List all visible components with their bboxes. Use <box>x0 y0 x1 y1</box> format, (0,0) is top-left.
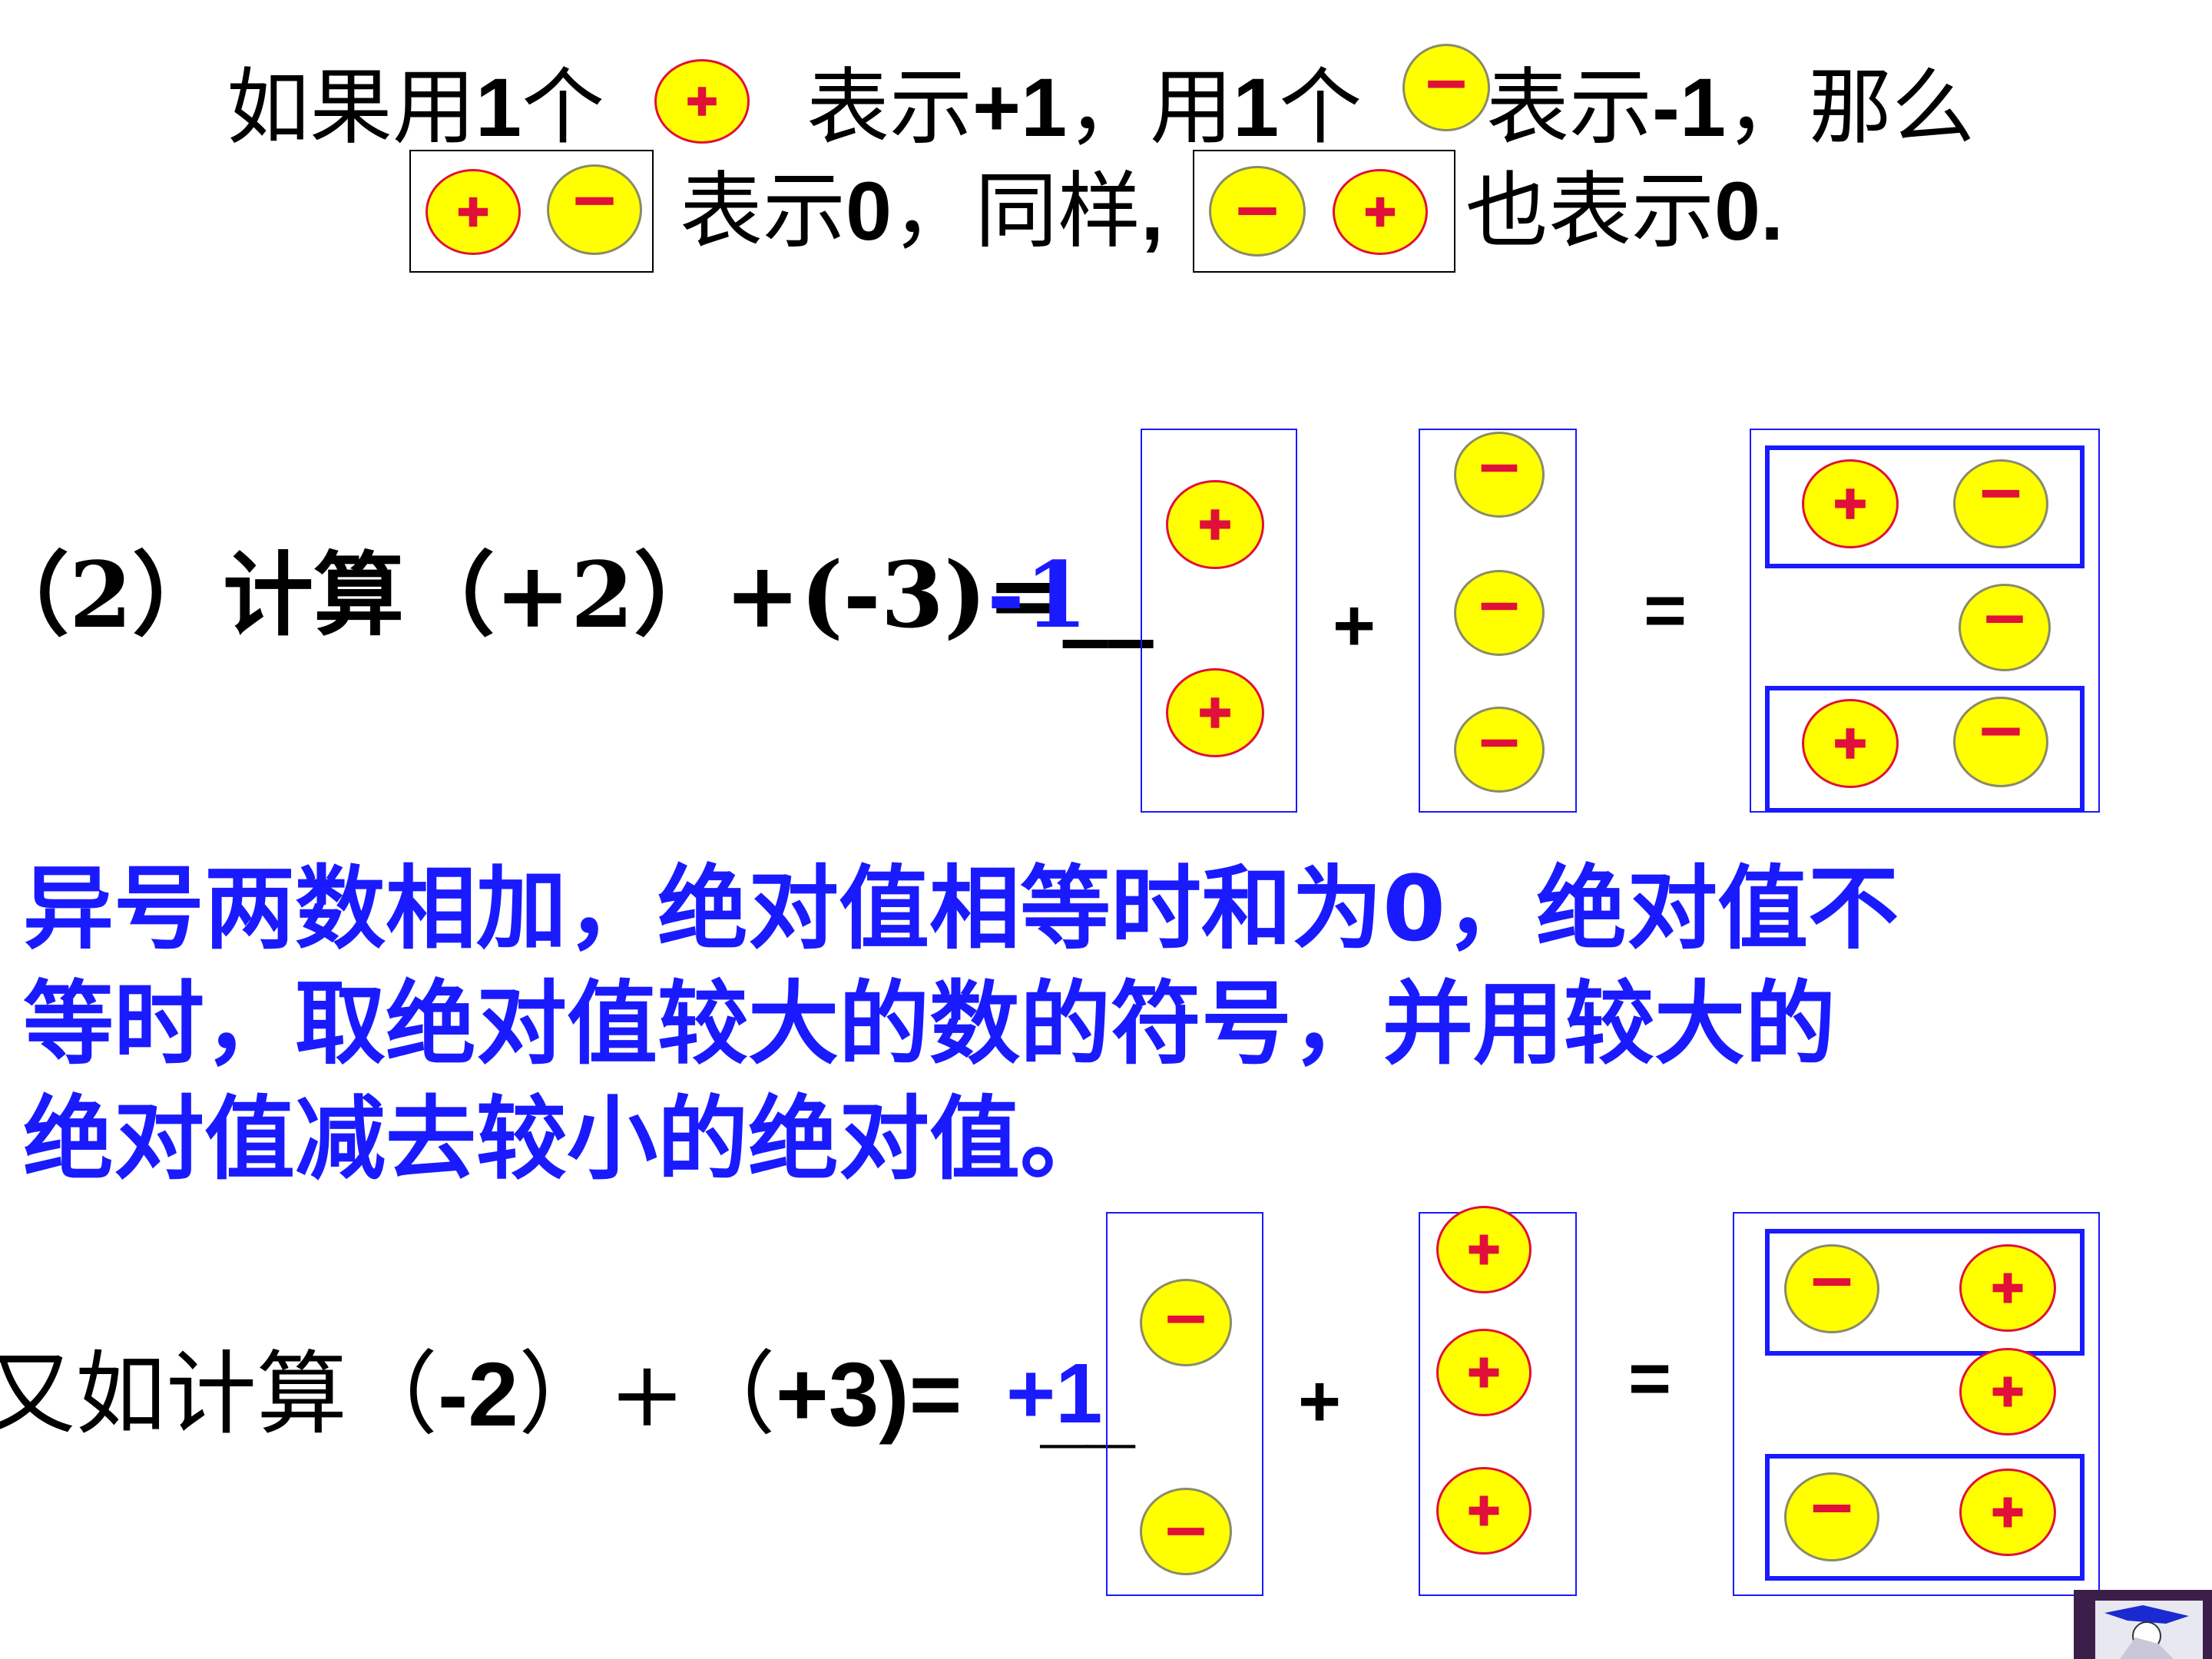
positive-chip-icon <box>1436 1467 1532 1555</box>
negative-chip-icon <box>1953 697 2048 787</box>
zero-pair-box-2 <box>1193 150 1455 273</box>
example2-blank: __ <box>1041 1362 1135 1456</box>
positive-chip-icon <box>1333 169 1428 255</box>
intro-number: +1 <box>972 61 1068 154</box>
example2-equation: 又如计算（-2）+（+3)= <box>0 1336 962 1452</box>
addend-box-positive <box>1141 429 1297 813</box>
intro-number: 1 <box>475 61 522 154</box>
intro-text: ，用 <box>1067 60 1233 156</box>
rule-line-1: 异号两数相加，绝对值相等时和为0，绝对值不 <box>23 856 1899 962</box>
negative-chip-icon <box>1454 570 1545 656</box>
result-box <box>1733 1212 2100 1596</box>
positive-chip-icon <box>426 169 521 255</box>
intro-number: 0 <box>846 164 892 257</box>
intro-text: ，那么 <box>1726 60 1975 156</box>
example2-text: ）+（ <box>518 1341 776 1447</box>
positive-chip-icon <box>1802 459 1899 548</box>
negative-chip-icon <box>1140 1279 1232 1366</box>
rule-line-3: 绝对值减去较小的绝对值。 <box>23 1086 1111 1192</box>
negative-chip-icon <box>1402 44 1490 131</box>
negative-chip-icon <box>1140 1488 1232 1575</box>
example1-prefix: （2）计算（+2）+(-3)= <box>0 541 1063 648</box>
intro-number: 1 <box>1233 61 1280 154</box>
plus-sign: + <box>1298 1360 1342 1442</box>
positive-chip-icon <box>1166 480 1264 569</box>
example2-text: )= <box>879 1344 962 1445</box>
negative-chip-icon <box>1953 459 2048 548</box>
intro-text: 表示 <box>806 60 973 156</box>
negative-chip-icon <box>1784 1244 1879 1333</box>
positive-chip-icon <box>1436 1329 1532 1416</box>
addend-box-negative <box>1106 1212 1263 1596</box>
example2-text: 又如计算（ <box>0 1341 439 1447</box>
corner-thumbnail-image <box>2074 1590 2212 1659</box>
equals-sign: = <box>1644 569 1687 651</box>
negative-chip-icon <box>1454 707 1545 793</box>
positive-chip-icon <box>654 59 750 144</box>
positive-chip-icon <box>1166 668 1264 757</box>
zero-pair-group <box>1765 445 2085 568</box>
intro-number: -1 <box>1652 61 1727 154</box>
example1-answer: -1 <box>987 541 1088 648</box>
negative-chip-icon <box>1959 584 2051 671</box>
intro-line-1: 如果用1个 <box>227 54 604 162</box>
negative-chip-icon <box>1784 1472 1879 1561</box>
intro-text: 表示 <box>680 164 846 260</box>
intro-text: 个 <box>522 60 605 156</box>
rule-line-2: 等时，取绝对值较大的数的符号，并用较大的 <box>23 971 1836 1077</box>
plus-sign: + <box>1333 584 1376 667</box>
zero-pair-group <box>1765 1229 2085 1356</box>
equals-sign: = <box>1628 1337 1672 1419</box>
intro-line-2b: 也表示0. <box>1465 157 1783 266</box>
intro-text: 如果用 <box>227 60 476 156</box>
intro-text: ，同样 <box>892 164 1141 260</box>
zero-pair-box-1 <box>409 150 654 273</box>
intro-text: , <box>1141 164 1164 257</box>
positive-chip-icon <box>1959 1469 2056 1556</box>
negative-chip-icon <box>1454 432 1545 518</box>
positive-chip-icon <box>1959 1244 2056 1332</box>
positive-chip-icon <box>1802 699 1899 788</box>
example2-number: -2 <box>438 1344 518 1445</box>
negative-chip-icon <box>1209 166 1306 257</box>
negative-chip-icon <box>547 164 642 255</box>
example1-blank: __ <box>1062 541 1154 648</box>
intro-line-1b: 表示+1，用1个 <box>806 54 1362 162</box>
intro-number: 0. <box>1714 164 1784 257</box>
zero-pair-group <box>1765 1454 2085 1581</box>
example1-equation: （2）计算（+2）+(-3)=__ <box>0 538 1154 653</box>
example2-number: +3 <box>775 1344 879 1445</box>
addend-box-negative <box>1419 429 1577 813</box>
positive-chip-icon <box>1436 1206 1532 1293</box>
intro-line-2: 表示0，同样, <box>680 157 1164 266</box>
intro-text: 表示 <box>1486 60 1653 156</box>
example2-answer: +1 <box>1006 1346 1103 1441</box>
zero-pair-group <box>1765 686 2085 813</box>
intro-line-1c: 表示-1，那么 <box>1486 54 1975 162</box>
intro-text: 个 <box>1279 60 1363 156</box>
positive-chip-icon <box>1959 1348 2056 1435</box>
intro-text: 也表示 <box>1465 164 1715 260</box>
